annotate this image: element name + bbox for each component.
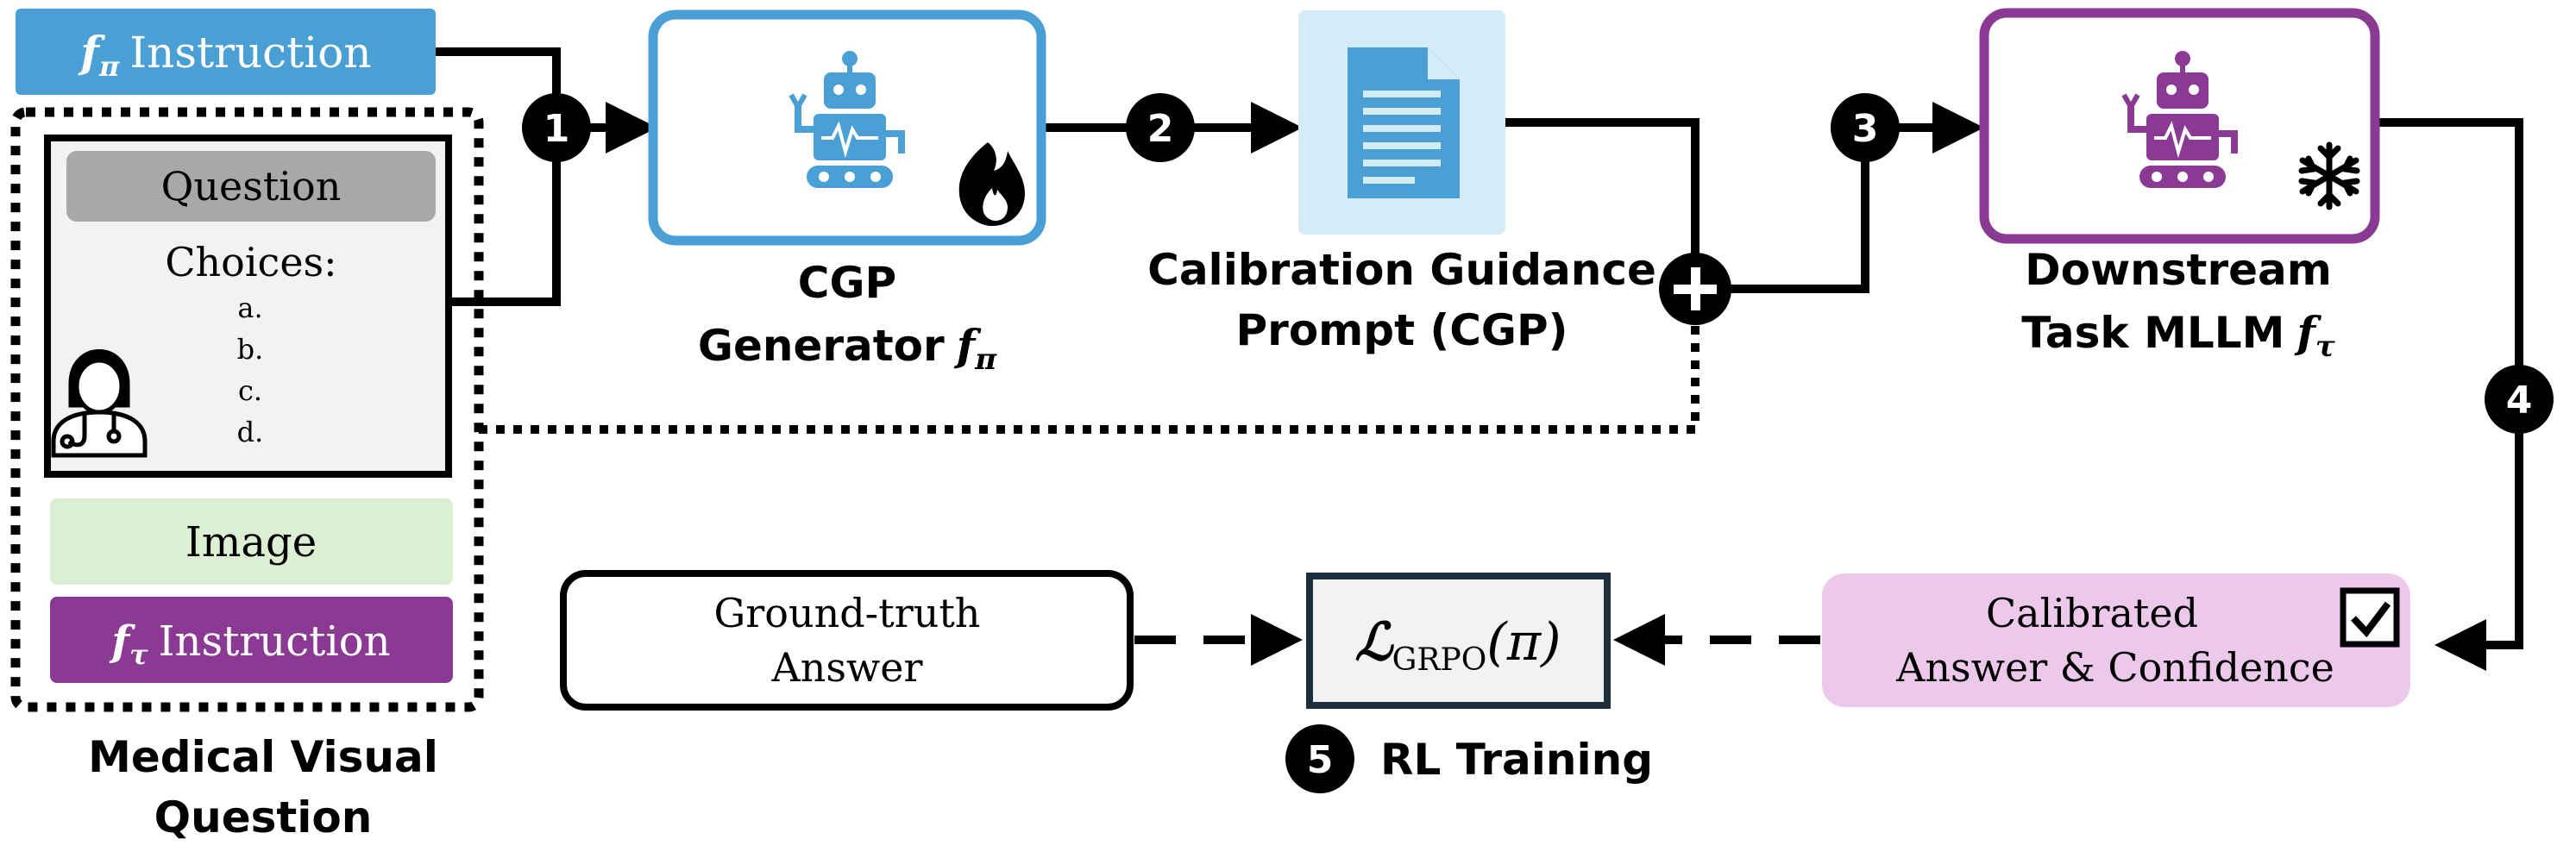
step-marker-4: 4 (2485, 365, 2554, 434)
output-line2: Answer & Confidence (1895, 644, 2334, 691)
rl-training-label: RL Training (1380, 735, 1653, 785)
snowflake-icon (2298, 141, 2360, 210)
image-label: Image (185, 518, 317, 567)
cgp-generator-title-line1: CGP (798, 258, 896, 308)
connector-cgp-to-plus (1505, 118, 1700, 289)
merge-plus-node (1659, 253, 1731, 325)
svg-text:3: 3 (1852, 107, 1879, 151)
loss-box: ℒGRPO(π) (1306, 573, 1611, 709)
svg-text:5: 5 (1307, 738, 1334, 782)
output-line1: Calibrated (1986, 590, 2198, 636)
loss-subscript: GRPO (1392, 642, 1487, 678)
step-marker-2: 2 (1126, 93, 1195, 162)
task-instruction-label: Instruction (159, 617, 391, 666)
cgp-title-line1: Calibration Guidance (1147, 245, 1656, 295)
cgp-generator-title-line2: Generator (698, 321, 945, 371)
downstream-robot-icon (2121, 51, 2238, 188)
question-card: Question Choices: a. b. c. d. (44, 135, 452, 478)
panel-caption-line1: Medical Visual (88, 732, 438, 782)
generator-robot-icon (789, 51, 905, 188)
flame-icon (958, 142, 1025, 226)
cgp-generator-box (648, 9, 1046, 246)
ground-truth-box: Ground-truth Answer (560, 570, 1134, 711)
step-marker-1: 1 (522, 93, 591, 162)
svg-text:4: 4 (2506, 379, 2533, 423)
policy-instruction-label: Instruction (129, 28, 371, 78)
dotted-question-to-plus (479, 323, 1700, 434)
step-marker-3: 3 (1831, 93, 1900, 162)
question-label: Question (161, 163, 342, 210)
svg-text:1: 1 (543, 107, 570, 151)
cgp-generator-subscript: π (974, 342, 997, 377)
downstream-mllm-box (1979, 8, 2380, 244)
policy-instruction-subscript: π (98, 50, 120, 83)
panel-caption-line2: Question (154, 792, 373, 842)
downstream-title-line2: Task MLLM (2021, 308, 2284, 358)
image-box: Image (50, 498, 453, 585)
ground-truth-line2: Answer (770, 644, 922, 691)
svg-text:ℒGRPO(π): ℒGRPO(π) (1354, 612, 1561, 678)
loss-argument: (π) (1486, 612, 1561, 673)
checkbox-icon (2340, 587, 2400, 648)
choice-c: c. (238, 374, 262, 407)
loss-symbol: ℒ (1354, 612, 1394, 673)
document-icon (1348, 47, 1460, 198)
doctor-icon (51, 349, 148, 458)
ground-truth-line1: Ground-truth (714, 590, 981, 636)
downstream-subscript: τ (2315, 329, 2335, 364)
step-marker-5: 5 (1285, 724, 1354, 793)
connector-question-to-step1 (449, 128, 561, 306)
choice-d: d. (237, 416, 264, 448)
cgp-document-box (1298, 10, 1505, 235)
calibrated-output-box: Calibrated Answer & Confidence (1822, 573, 2410, 707)
medical-visual-question-panel: Question Choices: a. b. c. d. Image (10, 107, 484, 712)
task-instruction-subscript: τ (129, 638, 148, 671)
cgp-title-line2: Prompt (CGP) (1236, 305, 1568, 355)
choice-a: a. (237, 291, 262, 324)
choice-b: b. (237, 333, 264, 366)
choices-label: Choices: (165, 239, 336, 285)
arrow-plus-to-downstream (1695, 102, 1984, 293)
downstream-title-line1: Downstream (2025, 245, 2332, 295)
svg-text:2: 2 (1147, 107, 1174, 151)
